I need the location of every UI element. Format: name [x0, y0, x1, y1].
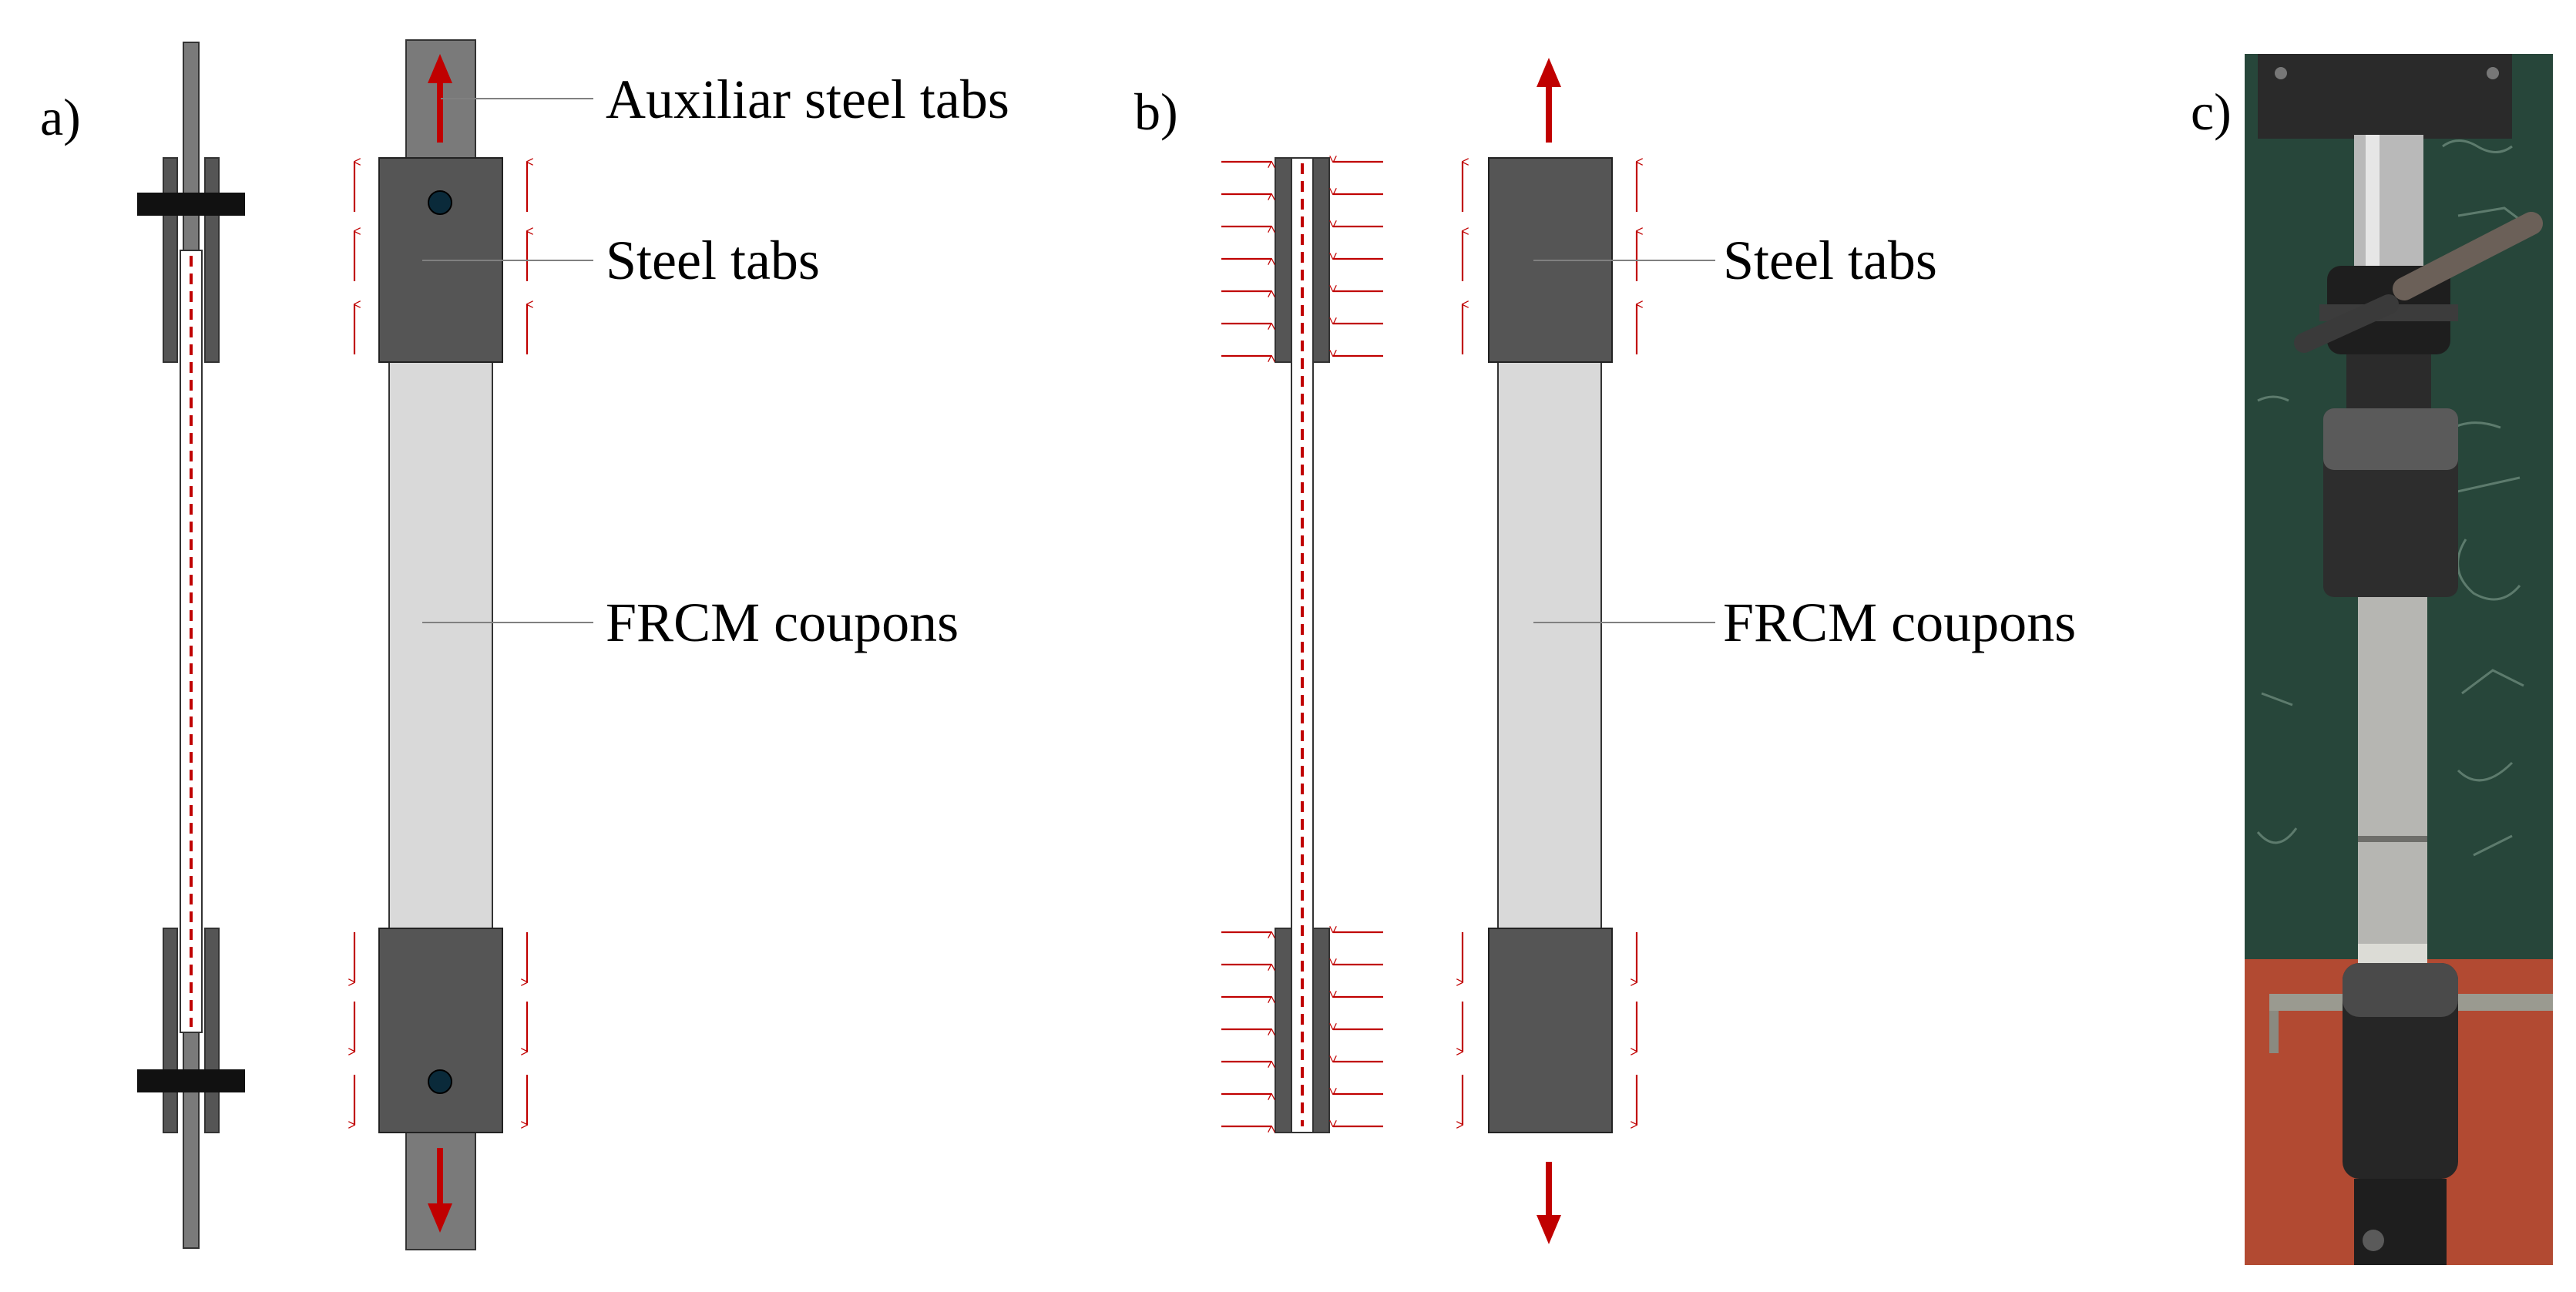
frcm-coupon: [388, 361, 493, 931]
steel-tab-bottom: [378, 928, 503, 1133]
side-tab-b-left-bottom: [1275, 928, 1292, 1133]
panel-a-side-view: [137, 42, 245, 1249]
bolt-hole-top: [428, 190, 452, 215]
clamp-bolt-top: [137, 193, 245, 216]
side-tab-b-right-top: [1312, 157, 1330, 363]
lower-bolt: [2363, 1230, 2384, 1251]
panel-b-front-view: [1463, 58, 1715, 1244]
chalk-marks: [2256, 139, 2524, 857]
panel-a-front-view: [354, 39, 593, 1250]
rail-post: [2269, 1011, 2279, 1053]
label-frcm-coupons-a: FRCM coupons: [606, 592, 959, 653]
test-machine-photo: [2245, 54, 2553, 1265]
frcm-coupon-b: [1497, 361, 1602, 931]
panel-b-side-view: [1221, 158, 1383, 1133]
upper-adapter: [2346, 354, 2431, 412]
grip-lever: [2393, 212, 2543, 300]
panel-b-tag: b): [1134, 82, 1178, 141]
side-tab-b-right-bottom: [1312, 928, 1330, 1133]
panel-a-tag: a): [40, 88, 81, 146]
side-tab-left-bottom: [163, 928, 178, 1133]
side-tab-right-bottom: [204, 928, 220, 1133]
clamping-pressure-arrows: [1221, 162, 1383, 1126]
crack-line: [2358, 836, 2427, 842]
piston-rod: [2354, 135, 2423, 270]
steel-tab-b-bottom: [1488, 928, 1613, 1133]
label-frcm-coupons-b: FRCM coupons: [1723, 592, 2076, 653]
specimen-end: [2358, 944, 2427, 963]
crosshead-bolt: [2275, 67, 2287, 79]
panel-c-tag: c): [2191, 82, 2232, 141]
shear-arrows-a: [354, 162, 527, 1125]
crosshead-top: [2258, 54, 2512, 139]
label-steel-tabs-a: Steel tabs: [606, 230, 820, 291]
lower-grip-top: [2343, 963, 2458, 1017]
side-tab-left-top: [163, 157, 178, 363]
lower-fixture: [2354, 1179, 2447, 1265]
shear-arrows-b: [1463, 162, 1637, 1125]
clamp-bolt-bottom: [137, 1069, 245, 1092]
grip-lever-short: [2294, 294, 2399, 353]
upper-grip-top: [2323, 408, 2458, 470]
bolt-hole-bottom: [428, 1069, 452, 1094]
label-steel-tabs-b: Steel tabs: [1723, 230, 1937, 291]
load-arrow-down-head: [428, 1203, 452, 1233]
label-auxiliar-steel-tabs: Auxiliar steel tabs: [606, 69, 1009, 130]
side-tab-b-left-top: [1275, 157, 1292, 363]
side-tab-right-top: [204, 157, 220, 363]
load-arrow-b-up-head: [1537, 58, 1561, 87]
piston-highlight: [2366, 135, 2380, 270]
crosshead-bolt: [2487, 67, 2499, 79]
load-arrow-b-down-head: [1537, 1215, 1561, 1244]
load-arrow-up-head: [428, 54, 452, 83]
specimen: [2358, 597, 2427, 967]
